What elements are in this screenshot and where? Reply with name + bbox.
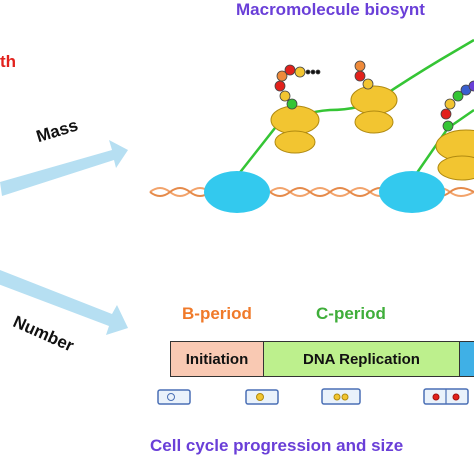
c-period-label: C-period [316,304,386,323]
amino-acid-chain-icon [440,80,474,132]
cell-cycle-bar: Initiation DNA Replication [170,341,474,377]
ribosome-icon [270,105,320,154]
cell-icon [245,389,279,405]
b-period-label: B-period [182,304,252,323]
rna-polymerase-icon [379,171,445,213]
rna-polymerase-icon [204,171,270,213]
amino-acid-chain-icon [354,60,374,90]
d-period-segment [460,341,474,377]
diagram-caption: Cell cycle progression and size [150,436,404,455]
diagram-title: Macromolecule biosynt [236,0,425,19]
mass-arrow [0,140,128,196]
number-arrow [0,270,128,335]
cell-icon [423,388,469,405]
cell-icon [157,389,191,405]
amino-acid-chain-icon [274,64,321,110]
growth-label-fragment: th [0,52,17,71]
ribosome-icon [435,129,474,181]
ribosome-icon [350,85,398,134]
dna-replication-segment: DNA Replication [264,341,460,377]
cell-icon [321,388,361,405]
mrna-strand [233,38,474,181]
initiation-segment: Initiation [170,341,264,377]
